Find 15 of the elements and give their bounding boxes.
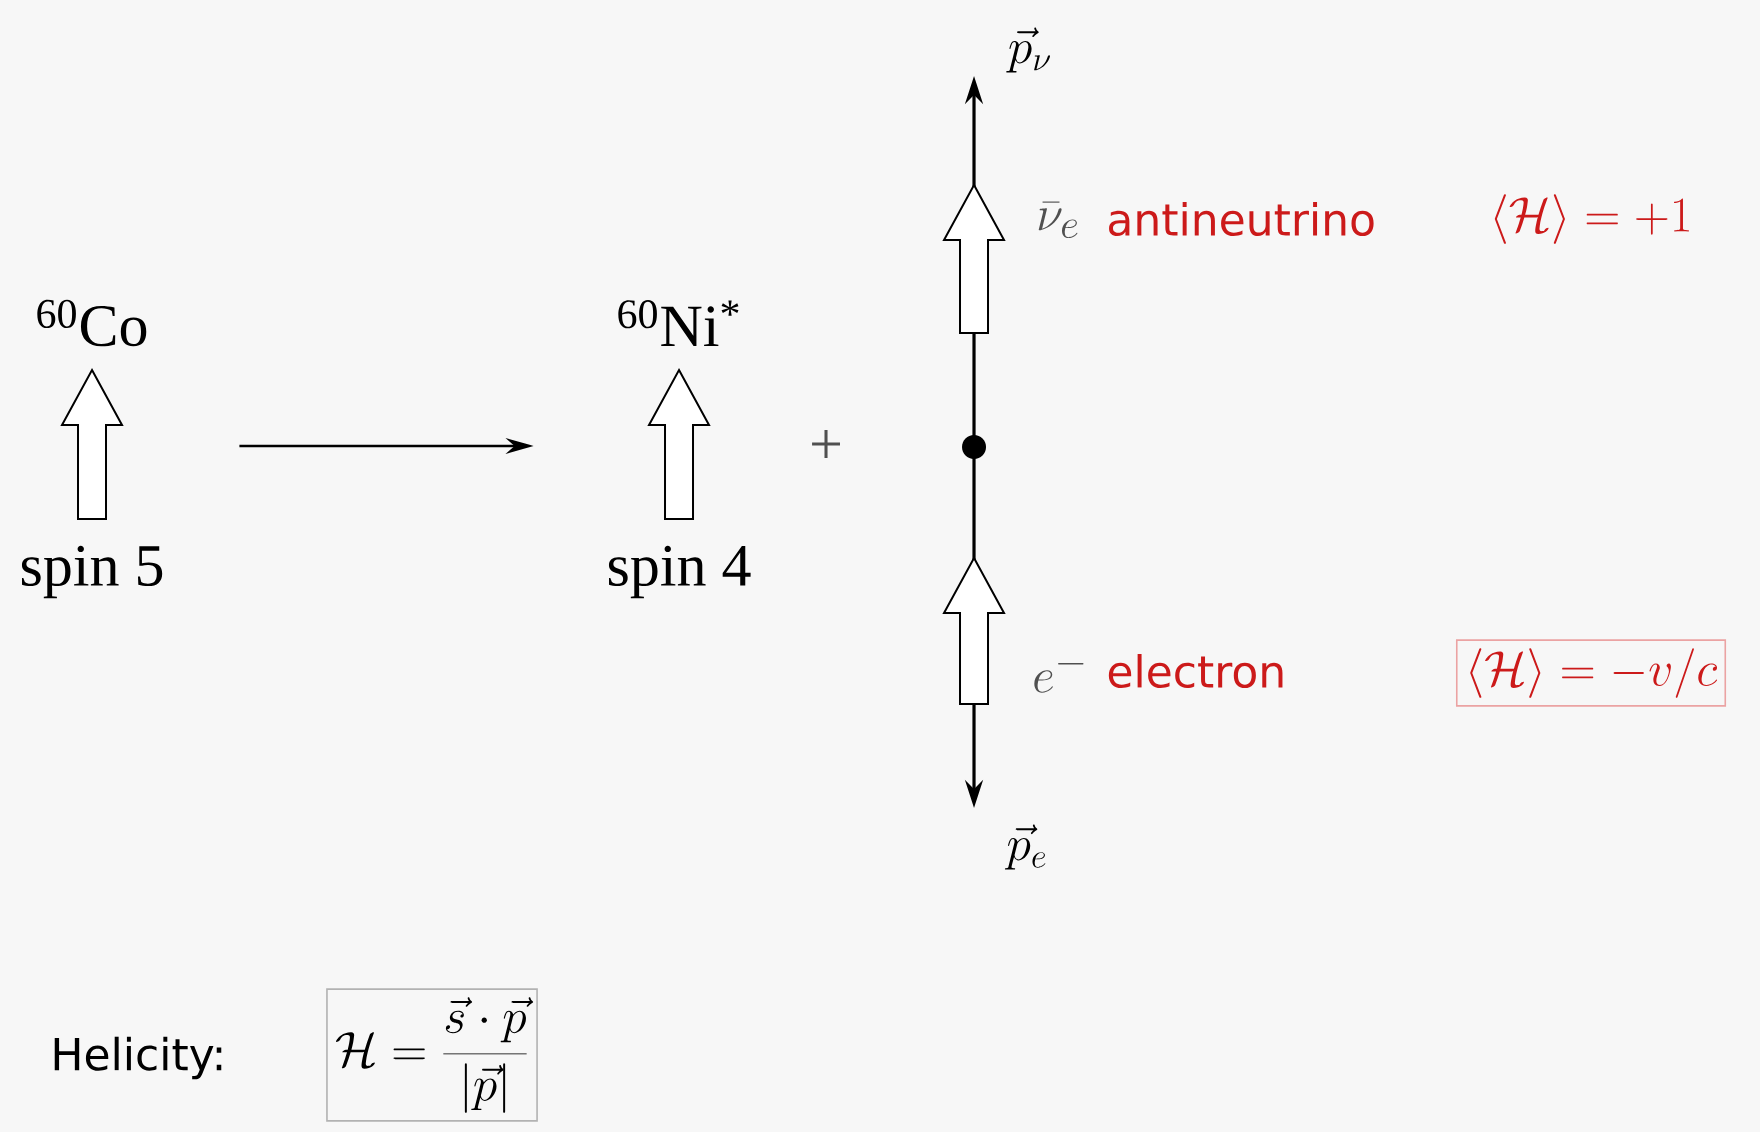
helicity-formula-box: $\mathcal{H} = \frac{\vec{s}\cdot\vec{p}}{|\vec{p}|}$: [326, 988, 538, 1122]
nuclide-label: $^{60}$Ni$^{*}$: [618, 300, 739, 346]
momentum-label: $\vec{p}_\nu$: [1006, 27, 1051, 73]
particle-symbol: $\bar{\nu}_e$: [1038, 201, 1078, 239]
helicity-value-box: $\langle\mathcal{H}\rangle = -v/c$: [1455, 639, 1727, 707]
plus-sign: +: [812, 430, 840, 458]
particle-name: electron: [1108, 654, 1283, 689]
spin-label: spin 4: [608, 545, 751, 599]
spin-label: spin 5: [21, 545, 163, 599]
helicity-caption: Helicity:: [54, 1036, 222, 1080]
particle-symbol: $e^-$: [1034, 662, 1084, 693]
nuclide-label: $^{60}$Co: [37, 299, 147, 347]
particle-name: antineutrino: [1109, 202, 1374, 237]
helicity-value: $\langle\mathcal{H}\rangle = +1$: [1494, 194, 1689, 244]
momentum-label: $\vec{p}_e$: [1004, 824, 1046, 870]
